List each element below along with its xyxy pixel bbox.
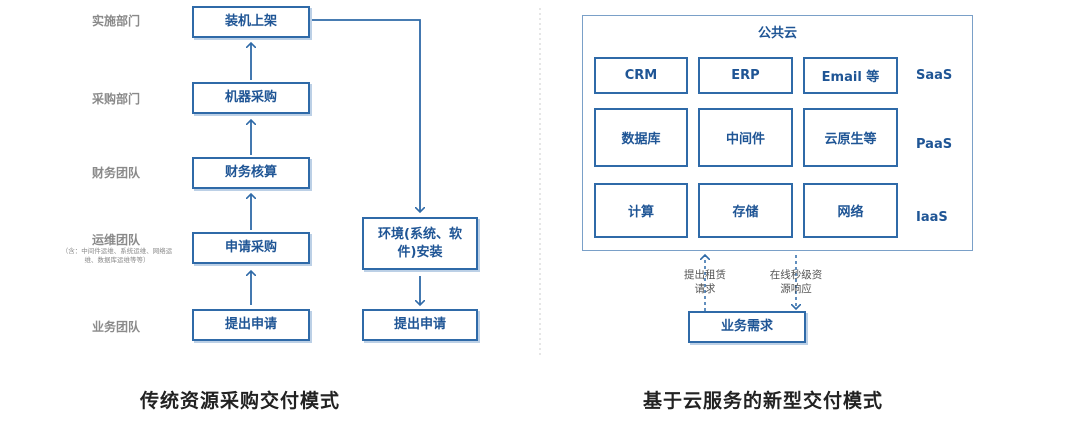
lease-request-label: 提出租赁请求 [684,269,726,296]
cell-erp: ERP [698,57,793,94]
cell-cloud-native: 云原生等 [803,108,898,167]
right-caption: 基于云服务的新型交付模式 [643,390,884,412]
cell-network: 网络 [803,183,898,238]
dept-procurement: 采购部门 [91,92,140,106]
step-rack-install: 装机上架 [192,6,310,38]
cell-storage: 存储 [698,183,793,238]
cell-middleware: 中间件 [698,108,793,167]
layer-paas: PaaS [916,137,953,152]
public-cloud-title: 公共云 [757,26,797,41]
dept-implementation: 实施部门 [91,14,140,28]
layer-saas: SaaS [916,68,953,83]
cell-crm: CRM [594,57,688,94]
step-purchase-request: 申请采购 [192,232,310,264]
dept-finance: 财务团队 [91,166,140,180]
cell-database: 数据库 [594,108,688,167]
response-label: 在线秒级资源响应 [769,269,823,296]
left-caption: 传统资源采购交付模式 [140,390,341,412]
ops-note: （含：中间件运维、系统运维、网络运维、数据库运维等等） [61,247,173,265]
cell-email: Email 等 [803,57,898,94]
dept-business: 业务团队 [91,320,140,334]
dept-operations: 运维团队 [91,233,140,247]
step-env-install: 环境(系统、软件)安装 [362,217,478,270]
business-demand-box: 业务需求 [688,311,806,343]
step-submit-request-right: 提出申请 [362,309,478,341]
step-machine-purchase: 机器采购 [192,82,310,114]
layer-iaas: IaaS [916,210,948,225]
arrow-to-env [311,19,420,212]
cell-compute: 计算 [594,183,688,238]
step-finance-accounting: 财务核算 [192,157,310,189]
step-submit-request: 提出申请 [192,309,310,341]
